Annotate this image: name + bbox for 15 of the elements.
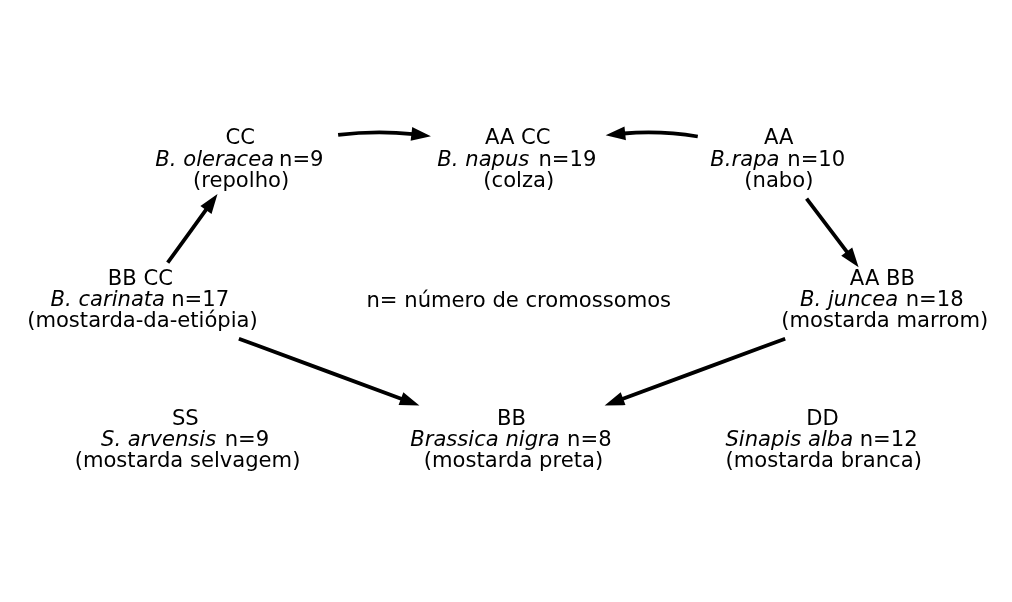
node-text: AA CC B. napus n=19 (colza) <box>437 124 597 192</box>
arrow <box>238 336 420 406</box>
label: n= número de cromossomos <box>366 286 672 312</box>
node-text: SS S. arvensis n=9 (mostarda selvagem) <box>74 404 301 473</box>
arrow <box>604 336 786 406</box>
arrow <box>605 126 699 141</box>
arrow <box>805 197 859 268</box>
node-text: BB Brassica nigra n=8 (mostarda preta) <box>410 404 612 473</box>
node-text: CC B. oleracea n=9 (repolho) <box>155 124 324 192</box>
node-text: AA B.rapa n=10 (nabo) <box>710 124 846 192</box>
node-text: AA BB B. juncea n=18 (mostarda marrom) <box>781 264 989 332</box>
arrow <box>166 194 218 264</box>
node-text: BB CC B. carinata n=17 (mostarda-da-etiópia) <box>27 264 258 332</box>
node-text: DD Sinapis alba n=12 (mostarda branca) <box>725 404 922 473</box>
arrow <box>337 127 431 141</box>
